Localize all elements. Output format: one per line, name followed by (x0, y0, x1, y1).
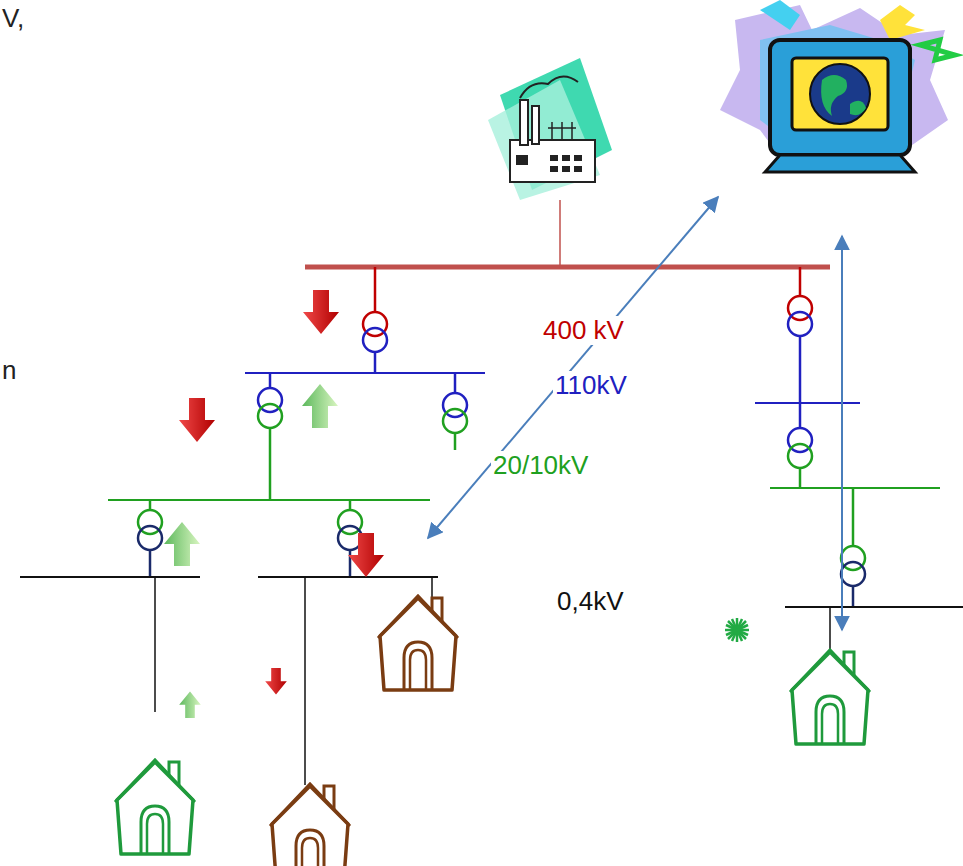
power-flow-arrows (164, 290, 384, 718)
voltage-label: 20/10kV (491, 451, 590, 480)
communication-links (428, 197, 842, 630)
slide-fragment: n (0, 356, 18, 385)
voltage-label: 0,4kV (555, 587, 626, 616)
feeder-line (559, 200, 561, 267)
slide-fragment: V, (0, 4, 26, 33)
bus-400kv (305, 265, 830, 270)
house-icons (115, 596, 870, 866)
voltage-label: 110kV (553, 371, 629, 400)
voltage-label: 400 kV (541, 316, 626, 345)
computer-icon (720, 0, 955, 172)
power-plant-icon (488, 58, 612, 200)
star-symbol (725, 618, 749, 642)
grid-wires (20, 267, 963, 785)
